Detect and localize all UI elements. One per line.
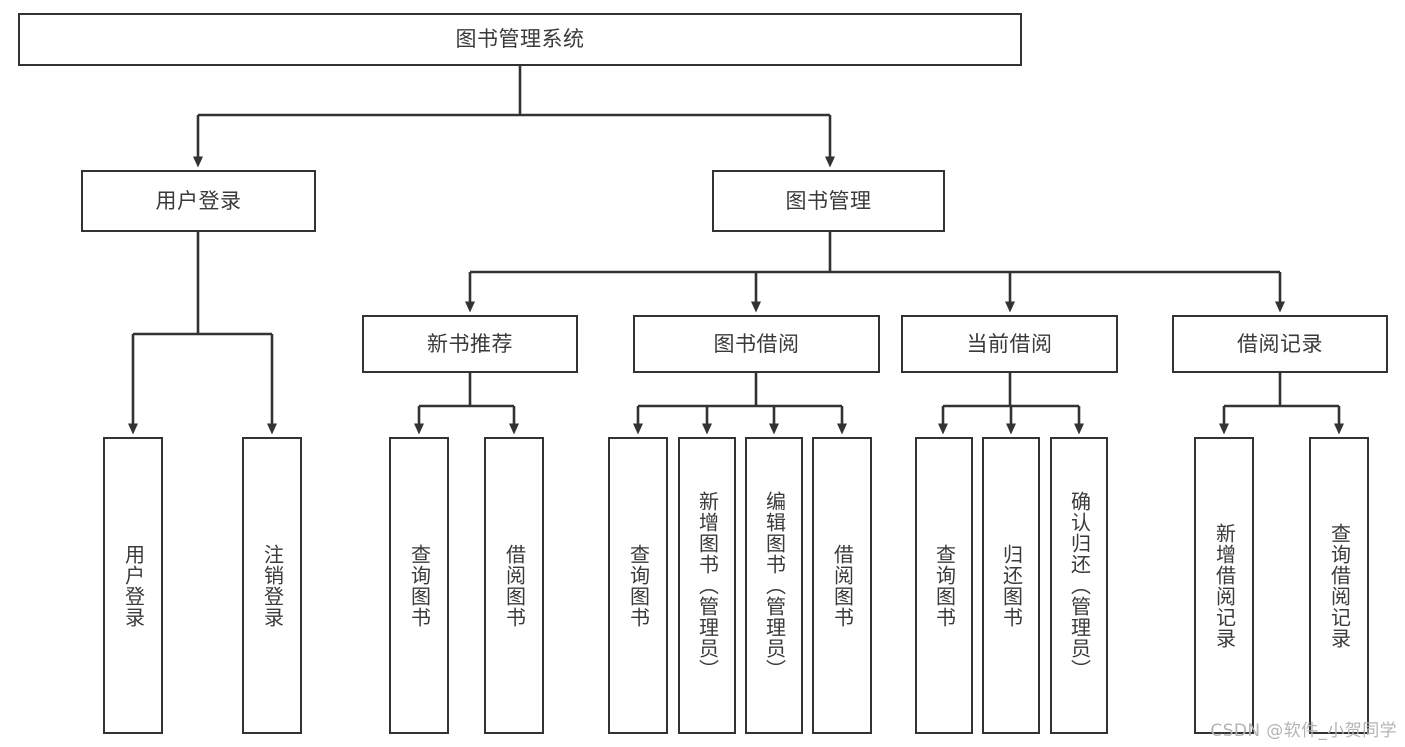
edges-borrow-record-to-leaves (1219, 373, 1344, 435)
node-leaf-return-book[interactable]: 归还图书 (982, 437, 1040, 734)
node-root[interactable]: 图书管理系统 (18, 13, 1022, 66)
node-leaf-query-record-label: 查询借阅记录 (1327, 522, 1352, 649)
node-leaf-user-login[interactable]: 用户登录 (103, 437, 163, 734)
edges-root-to-level2 (193, 66, 835, 168)
node-leaf-user-logout-label: 注销登录 (260, 543, 285, 628)
node-leaf-add-record[interactable]: 新增借阅记录 (1194, 437, 1254, 734)
node-leaf-return-book-label: 归还图书 (999, 543, 1024, 628)
node-leaf-query-book-1[interactable]: 查询图书 (389, 437, 449, 734)
node-book-manage-label: 图书管理 (785, 188, 872, 213)
node-leaf-edit-book[interactable]: 编辑图书（管理员） (745, 437, 803, 734)
node-leaf-add-book-label: 新增图书（管理员） (695, 491, 720, 680)
node-leaf-query-record[interactable]: 查询借阅记录 (1309, 437, 1369, 734)
node-leaf-query-book-2[interactable]: 查询图书 (608, 437, 668, 734)
node-borrow-record[interactable]: 借阅记录 (1172, 315, 1388, 373)
watermark-text: CSDN @软件_小贺同学 (1210, 721, 1397, 741)
node-leaf-user-logout[interactable]: 注销登录 (242, 437, 302, 734)
node-leaf-user-login-label: 用户登录 (121, 543, 146, 628)
node-leaf-query-book-1-label: 查询图书 (407, 543, 432, 628)
node-leaf-borrow-book-1[interactable]: 借阅图书 (484, 437, 544, 734)
node-leaf-confirm-return[interactable]: 确认归还（管理员） (1050, 437, 1108, 734)
node-leaf-query-book-3[interactable]: 查询图书 (915, 437, 973, 734)
node-new-book-recommend[interactable]: 新书推荐 (362, 315, 578, 373)
node-leaf-add-book[interactable]: 新增图书（管理员） (678, 437, 736, 734)
edges-user-login-to-leaves (128, 232, 277, 435)
node-leaf-confirm-return-label: 确认归还（管理员） (1067, 491, 1092, 680)
node-borrow-record-label: 借阅记录 (1237, 331, 1323, 356)
node-book-manage[interactable]: 图书管理 (712, 170, 945, 232)
node-leaf-query-book-3-label: 查询图书 (932, 543, 957, 628)
node-book-borrow-label: 图书借阅 (713, 331, 800, 356)
node-book-borrow[interactable]: 图书借阅 (633, 315, 880, 373)
node-current-borrow-label: 当前借阅 (966, 331, 1053, 356)
node-leaf-add-record-label: 新增借阅记录 (1212, 522, 1237, 649)
node-user-login[interactable]: 用户登录 (81, 170, 316, 232)
edges-new-book-to-leaves (414, 373, 519, 435)
edges-book-borrow-to-leaves (633, 373, 847, 435)
node-current-borrow[interactable]: 当前借阅 (901, 315, 1118, 373)
node-new-book-recommend-label: 新书推荐 (427, 331, 513, 356)
edges-book-manage-to-level3 (465, 232, 1285, 313)
node-leaf-borrow-book-2[interactable]: 借阅图书 (812, 437, 872, 734)
node-leaf-borrow-book-2-label: 借阅图书 (830, 543, 855, 628)
node-leaf-edit-book-label: 编辑图书（管理员） (762, 491, 787, 680)
edges-current-borrow-to-leaves (938, 373, 1084, 435)
node-user-login-label: 用户登录 (155, 188, 242, 213)
node-leaf-borrow-book-1-label: 借阅图书 (502, 543, 527, 628)
node-root-label: 图书管理系统 (455, 27, 585, 52)
node-leaf-query-book-2-label: 查询图书 (626, 543, 651, 628)
